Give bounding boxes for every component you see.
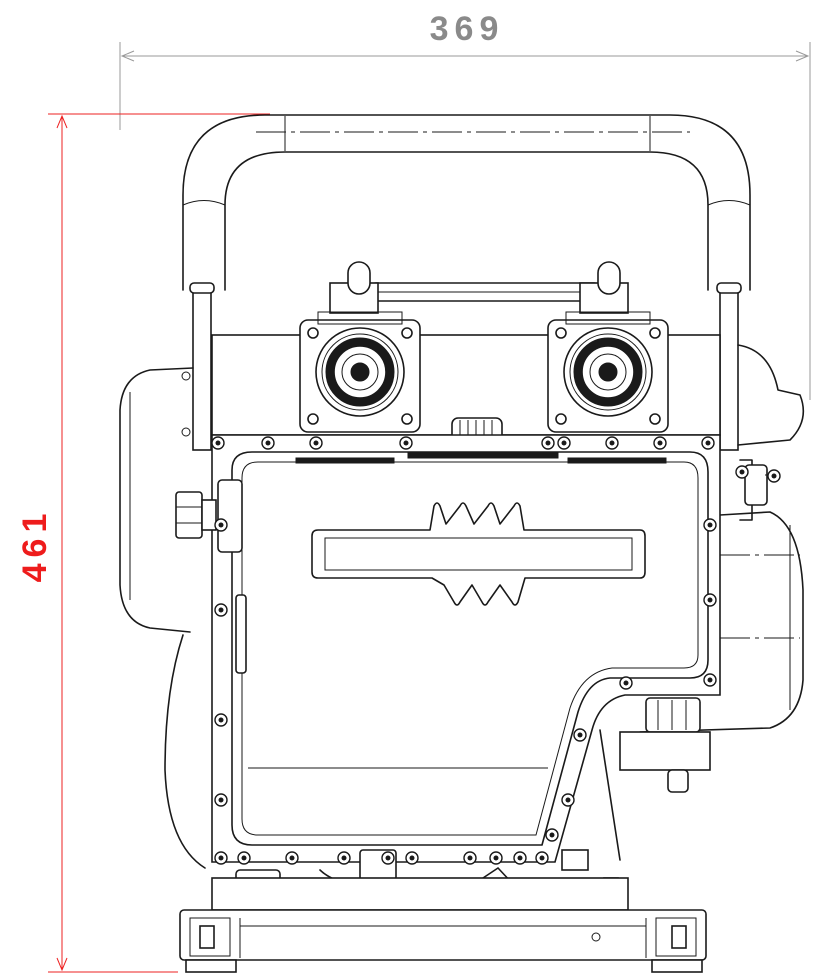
bolt-center (609, 440, 615, 446)
bolt-center (313, 440, 319, 446)
bolt-center (409, 855, 415, 861)
bolt-center (241, 855, 247, 861)
bolt-center (707, 597, 713, 603)
bolt-center (218, 717, 224, 723)
bolt-center (341, 855, 347, 861)
base-frame (179, 877, 707, 973)
bolt-center (707, 522, 713, 528)
bolt-center (493, 855, 499, 861)
width-dimension: 369 (119, 10, 811, 400)
bolt-center (467, 855, 473, 861)
left-side-fitting (175, 491, 217, 539)
right-side-housing (639, 344, 805, 733)
perimeter-bolts (211, 436, 781, 865)
bolt-center (577, 732, 583, 738)
logo-emblem (311, 502, 646, 606)
bolt-center (707, 677, 713, 683)
bolt-center (517, 855, 523, 861)
bolt-center (549, 832, 555, 838)
fuel-tank (211, 434, 721, 863)
bolt-center (657, 440, 663, 446)
bolt-center (403, 440, 409, 446)
bolt-center (218, 797, 224, 803)
bolt-center (739, 469, 745, 475)
bolt-center (539, 855, 545, 861)
right-connector (547, 311, 669, 433)
bolt-center (218, 855, 224, 861)
carry-handle (182, 114, 751, 451)
bolt-center (565, 797, 571, 803)
bolt-center (705, 440, 711, 446)
height-dimension: 461 (16, 113, 270, 973)
bolt-center (218, 607, 224, 613)
bolt-center (771, 473, 777, 479)
bolt-center (265, 440, 271, 446)
height-dimension-label: 461 (16, 508, 54, 583)
bolt-center (561, 440, 567, 446)
left-side-housing (119, 367, 206, 869)
width-dimension-label: 369 (430, 10, 505, 48)
bolt-center (215, 440, 221, 446)
bolt-center (218, 522, 224, 528)
bolt-center (623, 680, 629, 686)
bolt-center (545, 440, 551, 446)
bolt-center (385, 855, 391, 861)
left-connector (299, 311, 421, 433)
bolt-center (289, 855, 295, 861)
